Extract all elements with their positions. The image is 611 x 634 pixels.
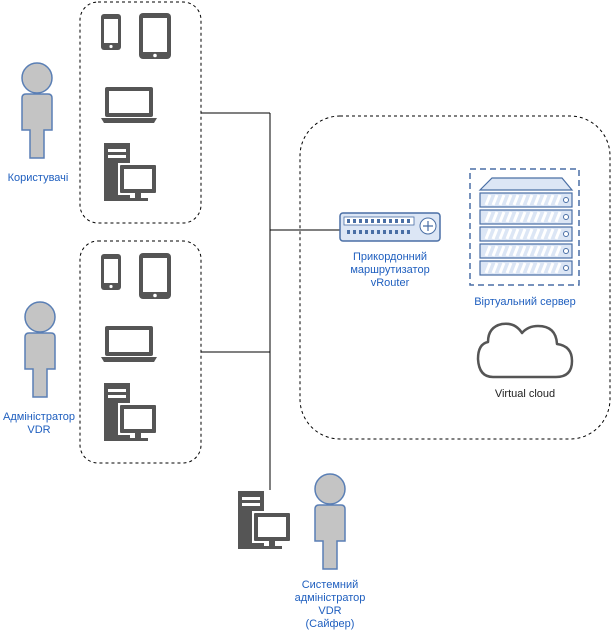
tablet-icon: [139, 13, 171, 59]
virtual-cloud-group: [299, 115, 611, 440]
laptop-icon: [101, 87, 157, 123]
label-sysadmin-line4: (Сайфер): [305, 618, 355, 630]
desktop-pc-icon: [104, 143, 158, 201]
laptop-icon: [101, 326, 157, 362]
smartphone-icon: [101, 254, 121, 290]
label-virtual-cloud: Virtual cloud: [494, 388, 556, 400]
person-icon: [314, 473, 346, 570]
label-sysadmin-line2: адміністратор: [294, 592, 366, 604]
label-admin-vdr-line2: VDR: [27, 424, 51, 436]
users-devices-group: [79, 1, 202, 224]
desktop-pc-icon: [104, 383, 158, 441]
label-router-line1: Прикордонний: [352, 251, 428, 263]
label-admin-vdr-line1: Адміністратор: [3, 411, 75, 423]
desktop-pc-icon: [238, 491, 292, 549]
label-router-line3: vRouter: [370, 277, 410, 289]
label-admin-vdr: Адміністратор VDR: [0, 411, 78, 437]
connector-lines: [201, 112, 340, 490]
label-sysadmin-line1: Системний: [301, 579, 359, 591]
person-icon: [21, 62, 53, 159]
tablet-icon: [139, 253, 171, 299]
admin-devices-group: [79, 240, 202, 464]
person-icon: [24, 301, 56, 398]
label-users: Користувачі: [7, 172, 69, 184]
router-icon: [339, 212, 441, 242]
label-router: Прикордонний маршрутизатор vRouter: [325, 251, 455, 290]
label-sysadmin: Системний адміністратор VDR (Сайфер): [275, 579, 385, 631]
cloud-icon: [476, 322, 574, 379]
label-sysadmin-line3: VDR: [318, 605, 342, 617]
smartphone-icon: [101, 14, 121, 50]
label-virtual-server: Віртуальний сервер: [474, 296, 576, 308]
label-router-line2: маршрутизатор: [350, 264, 430, 276]
server-rack-icon: [469, 168, 580, 286]
